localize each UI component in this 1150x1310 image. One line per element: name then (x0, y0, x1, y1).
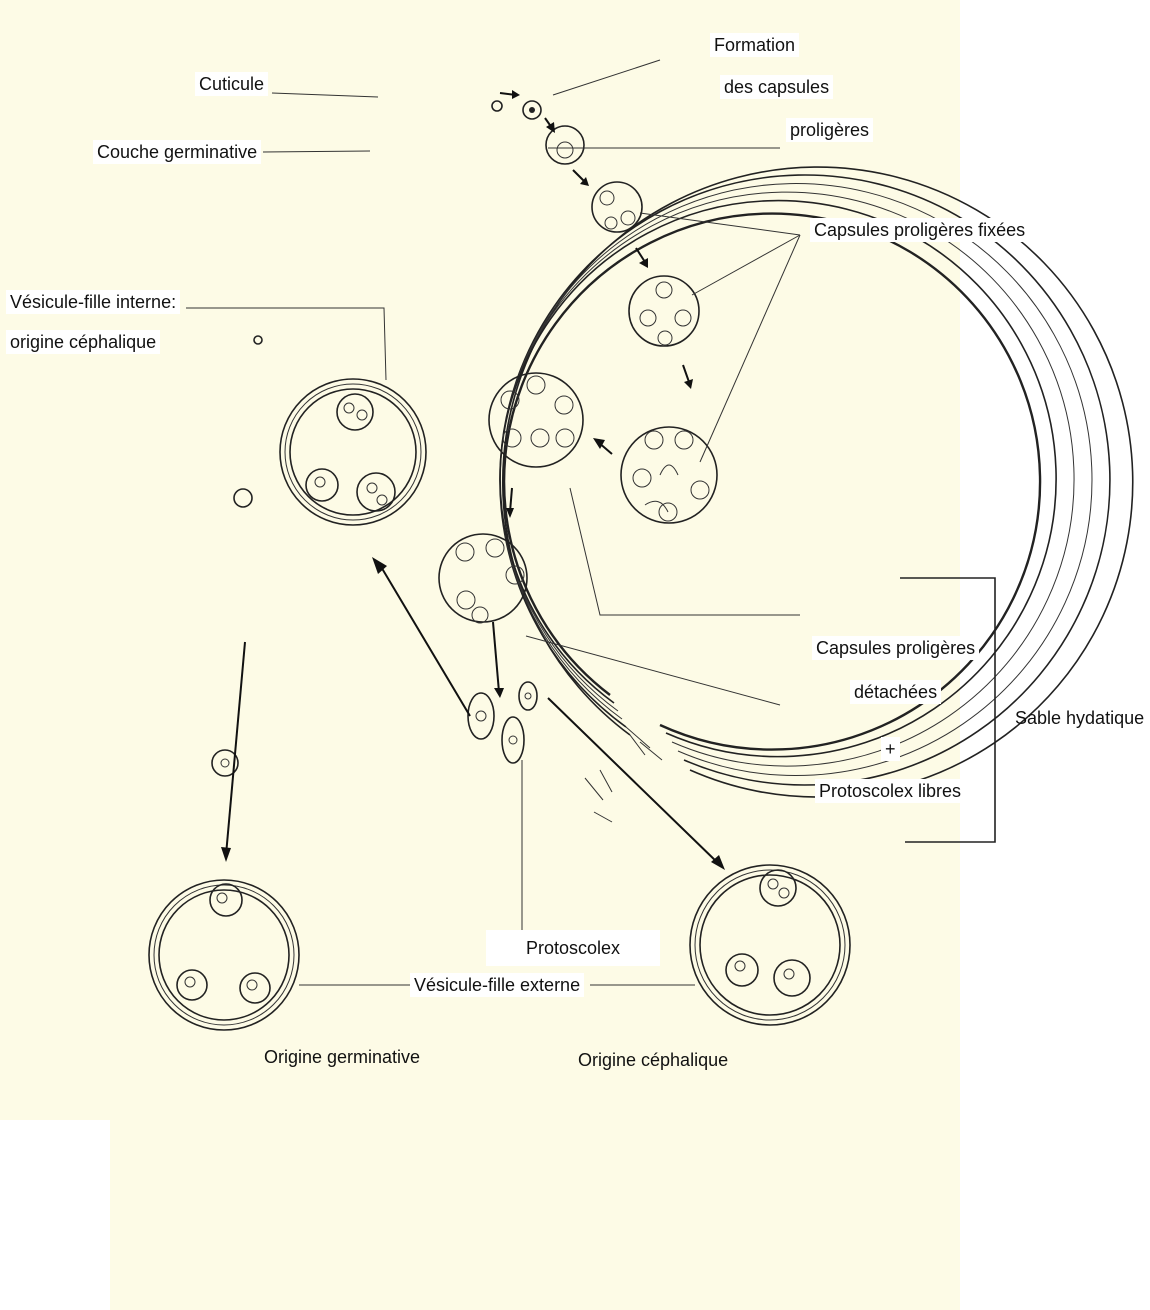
label-capsules-detachees-1: Capsules proligères (812, 636, 979, 660)
label-vesicule-interne-1: Vésicule-fille interne: (6, 290, 180, 314)
label-sable-hydatique: Sable hydatique (1015, 706, 1144, 730)
label-vesicule-interne-2: origine céphalique (6, 330, 160, 354)
label-capsules-detachees-2: détachées (850, 680, 941, 704)
label-formation-2: des capsules (720, 75, 833, 99)
capsule-formation-sequence (546, 126, 717, 523)
label-capsules-fixees: Capsules proligères fixées (810, 218, 1029, 242)
label-origine-cephalique: Origine céphalique (578, 1048, 728, 1072)
label-origine-germinative: Origine germinative (264, 1045, 420, 1069)
external-vesicle-germinative (149, 750, 299, 1030)
label-couche-germinative: Couche germinative (93, 140, 261, 164)
label-protoscolex: Protoscolex (486, 930, 660, 966)
label-vesicule-externe: Vésicule-fille externe (410, 973, 584, 997)
label-plus: + (881, 737, 900, 761)
label-formation-1: Formation (710, 33, 799, 57)
free-protoscolices (468, 682, 537, 763)
label-cuticule: Cuticule (195, 72, 268, 96)
leader-lines (186, 60, 995, 985)
internal-daughter-vesicle (280, 379, 426, 525)
label-protoscolex-libres: Protoscolex libres (815, 779, 965, 803)
external-vesicle-cephalic (690, 865, 850, 1025)
label-formation-3: proligères (786, 118, 873, 142)
